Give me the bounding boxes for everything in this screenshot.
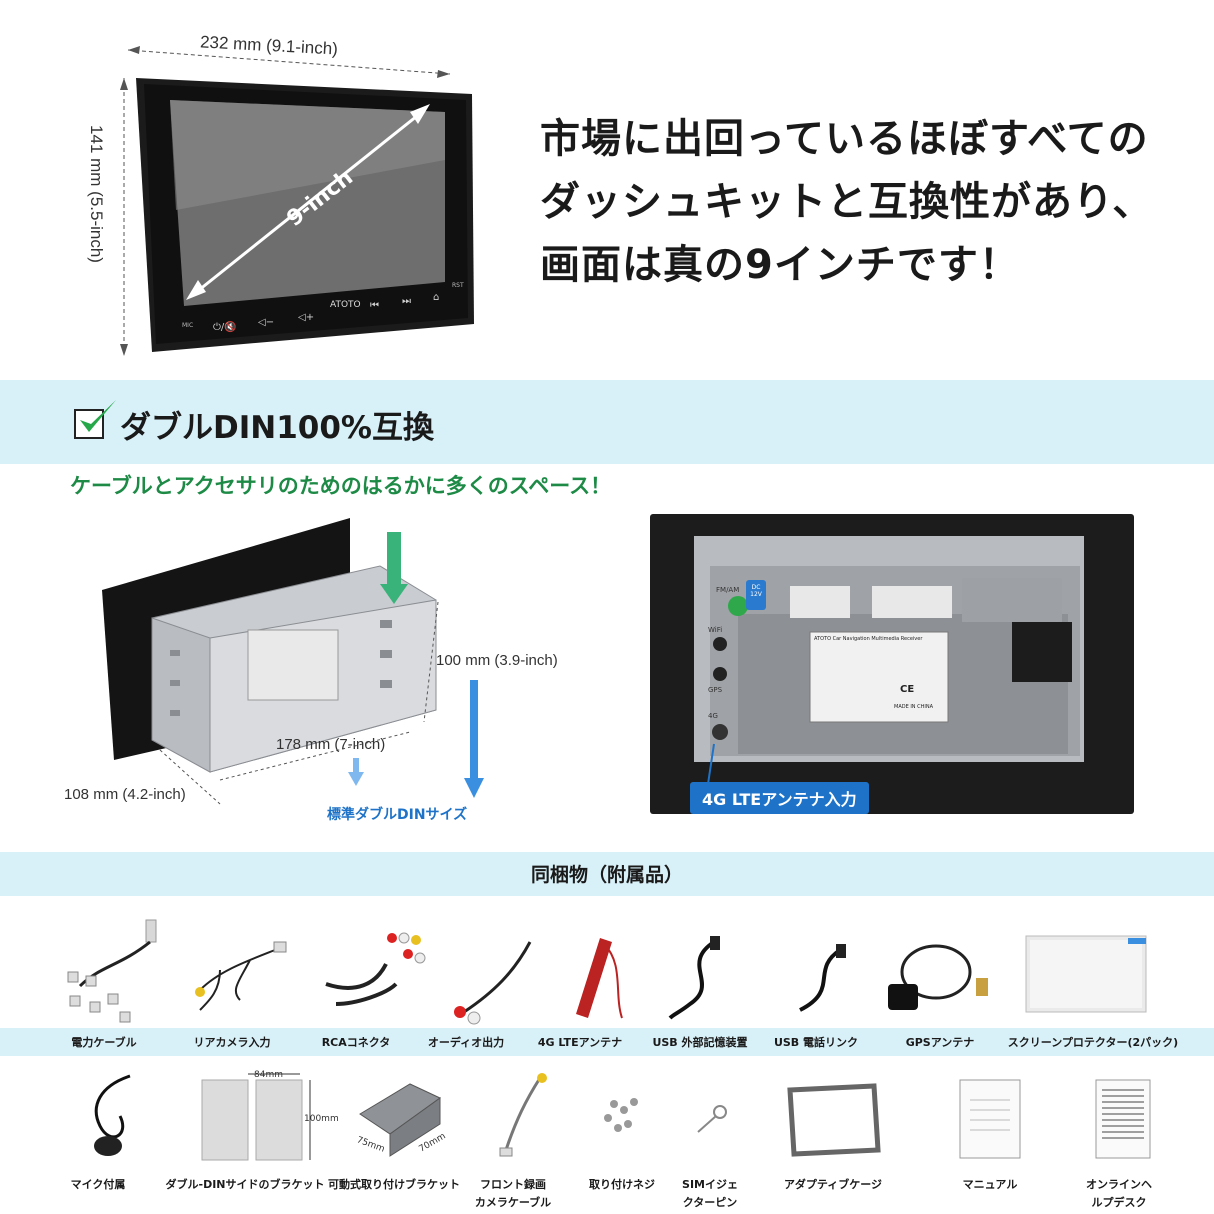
din-band — [0, 380, 1214, 464]
depth-dimension-din: 178 mm (7-inch) — [276, 736, 386, 753]
mounting-screws-image — [604, 1098, 638, 1132]
rca-connector-image — [325, 932, 426, 1006]
contents-band — [0, 852, 1214, 896]
headline: 市場に出回っているほぼすべての ダッシュキットと互換性があり、 画面は真の9イン… — [540, 108, 1200, 297]
screen-protector-image — [1025, 935, 1147, 1013]
svg-text:◁−: ◁− — [258, 317, 274, 328]
online-helpdesk-card-image — [1095, 1079, 1151, 1159]
rear-panel-photo: FM/AM WiFi GPS 4G DC 12V ATOTO Car Navig… — [650, 514, 1134, 814]
head-unit-front-illustration: ⏻/🔇 ◁− ◁+ ⏮ ⏭ ⌂ — [120, 46, 474, 356]
headline-line-2: ダッシュキットと互換性があり、 — [540, 179, 1154, 225]
microphone-image — [94, 1074, 131, 1156]
contents-caption-band — [0, 1028, 1214, 1056]
port-label-fm: FM/AM — [716, 586, 740, 594]
item-caption-movable-bracket: 可動式取り付けブラケット — [328, 1178, 460, 1191]
svg-text:⏻/🔇: ⏻/🔇 — [213, 320, 237, 333]
usb-storage-cable-image — [668, 936, 720, 1020]
gps-antenna-image — [888, 944, 988, 1010]
item-caption-mic: マイク付属 — [70, 1178, 126, 1191]
bracket-height-label: 100mm — [304, 1114, 339, 1124]
reset-label: RST — [452, 282, 464, 289]
receiver-label: ATOTO Car Navigation Multimedia Receiver — [814, 636, 923, 642]
top-section: ⏻/🔇 ◁− ◁+ ⏮ ⏭ ⌂ 232 mm (9.1-inch) 141 mm… — [0, 0, 1214, 380]
item-caption-helpdesk: オンラインヘ ルプデスク — [1086, 1178, 1152, 1209]
item-caption-sim-pin: SIMイジェ クターピン — [682, 1178, 738, 1209]
svg-text:⌂: ⌂ — [433, 292, 439, 303]
port-label-gps: GPS — [708, 686, 723, 694]
brand-logo: ATOTO — [330, 300, 361, 310]
front-camera-cable-image — [499, 1073, 547, 1157]
din-title: ダブルDIN100%互換 — [120, 410, 434, 446]
width-dimension-din: 108 mm (4.2-inch) — [64, 786, 186, 803]
rear-camera-cable-image — [195, 941, 287, 1011]
checkbox-check-icon — [74, 400, 116, 439]
dc-label: DC 12V — [750, 584, 762, 598]
lte-antenna-badge: 4G LTEアンテナ入力 — [690, 782, 869, 814]
item-caption-lte: 4G LTEアンテナ — [537, 1036, 623, 1049]
item-caption-screen-protector: スクリーンプロテクター(2パック) — [1007, 1036, 1179, 1049]
item-caption-rca: RCAコネクタ — [321, 1036, 391, 1049]
manual-image — [959, 1079, 1021, 1159]
lte-pointer-line — [707, 743, 715, 785]
power-cable-image — [67, 919, 157, 1023]
contents-title: 同梱物（附属品） — [530, 864, 683, 886]
made-in-label: MADE IN CHINA — [894, 704, 934, 710]
item-caption-cage: アダプティブケージ — [783, 1178, 883, 1191]
space-subtitle: ケーブルとアクセサリのためのはるかに多くのスペース！ — [70, 474, 612, 498]
item-caption-manual: マニュアル — [962, 1178, 1018, 1191]
bracket-width-label: 84mm — [254, 1070, 283, 1080]
port-label-4g: 4G — [708, 712, 718, 720]
chassis-illustration — [102, 518, 484, 805]
svg-text:⏮: ⏮ — [370, 300, 379, 311]
headline-line-3: 画面は真の9インチです！ — [540, 242, 1020, 288]
item-caption-gps: GPSアンテナ — [905, 1036, 975, 1049]
item-caption-audio-out: オーディオ出力 — [427, 1036, 505, 1049]
adaptive-cage-image — [787, 1083, 881, 1157]
item-caption-front-camera: フロント録画 カメラケーブル — [474, 1178, 552, 1209]
usb-phone-link-cable-image — [799, 944, 846, 1012]
item-caption-side-bracket: ダブル-DINサイドのブラケット — [165, 1178, 325, 1191]
headline-line-1: 市場に出回っているほぼすべての — [540, 116, 1149, 162]
item-caption-screws: 取り付けネジ — [589, 1178, 655, 1191]
standard-din-label: 標準ダブルDINサイズ — [327, 807, 468, 823]
lte-antenna-image — [576, 938, 623, 1019]
svg-text:◁+: ◁+ — [298, 312, 314, 323]
double-din-side-bracket-image — [201, 1073, 311, 1161]
sim-ejector-pin-image — [697, 1105, 727, 1133]
item-caption-power-cable: 電力ケーブル — [71, 1036, 137, 1049]
height-dimension-label: 141 mm (5.5-inch) — [87, 125, 106, 263]
port-label-wifi: WiFi — [708, 626, 723, 634]
height-dimension-din: 100 mm (3.9-inch) — [436, 652, 558, 669]
item-caption-rear-camera: リアカメラ入力 — [193, 1036, 271, 1049]
ce-mark: CE — [900, 684, 915, 695]
mic-label: MIC — [182, 322, 194, 329]
audio-output-cable-image — [454, 941, 532, 1025]
item-caption-usb-storage: USB 外部記憶装置 — [652, 1036, 748, 1049]
item-caption-usb-phone: USB 電話リンク — [773, 1036, 859, 1049]
movable-bracket-image — [359, 1083, 441, 1157]
svg-text:⏭: ⏭ — [402, 296, 411, 307]
